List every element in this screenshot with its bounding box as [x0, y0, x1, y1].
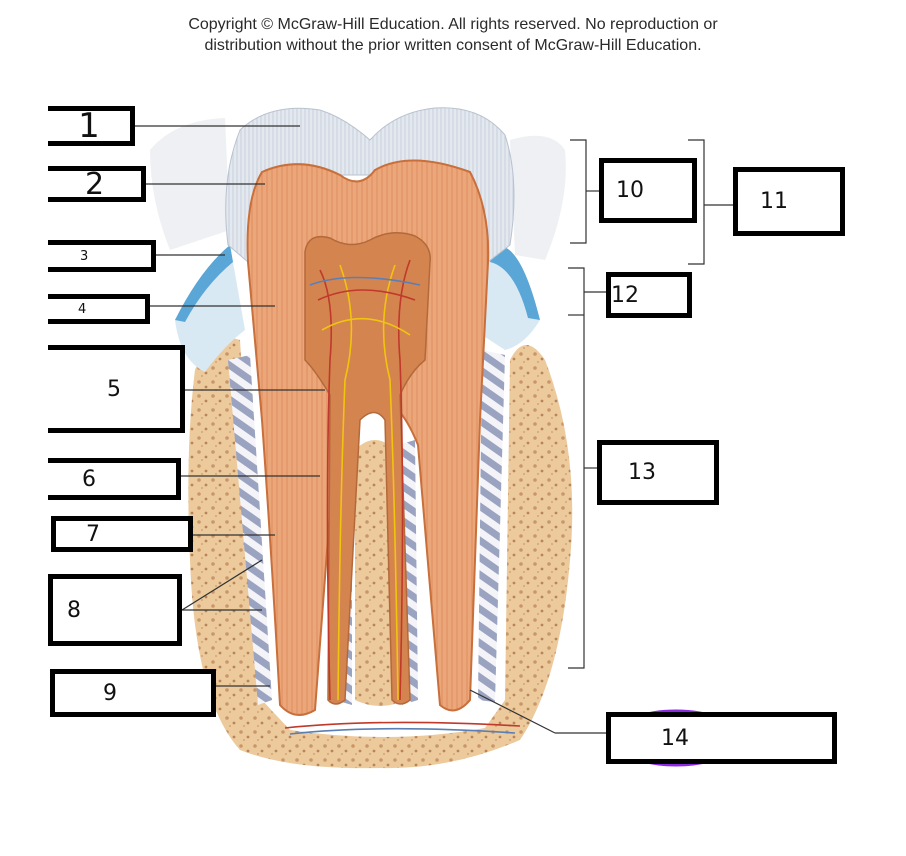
- label-12: 12: [611, 282, 639, 308]
- gingiva-right: [482, 248, 540, 350]
- periodontal-ligament-left: [228, 355, 272, 705]
- copyright-notice: Copyright © McGraw-Hill Education. All r…: [0, 14, 906, 56]
- label-box-2[interactable]: 2: [48, 166, 146, 202]
- blood-vessels-and-nerves: [284, 259, 521, 735]
- label-2: 2: [84, 166, 105, 202]
- neighbor-tooth-right: [510, 135, 566, 260]
- label-6: 6: [82, 466, 96, 492]
- periodontal-ligament-right: [478, 350, 505, 702]
- alveolar-bone: [188, 338, 573, 769]
- label-box-12[interactable]: 12: [606, 272, 692, 318]
- copyright-line-1: Copyright © McGraw-Hill Education. All r…: [188, 16, 718, 33]
- label-13: 13: [628, 460, 656, 485]
- gingiva-left-edge: [175, 245, 233, 322]
- label-8: 8: [67, 597, 81, 623]
- label-14: 14: [661, 725, 689, 751]
- label-box-4[interactable]: 4: [48, 294, 150, 324]
- label-box-9[interactable]: 9: [50, 669, 216, 717]
- copyright-line-2: distribution without the prior written c…: [204, 37, 702, 54]
- label-box-10[interactable]: 10: [599, 158, 697, 223]
- leader-lines: [134, 125, 733, 734]
- label-box-11[interactable]: 11: [733, 167, 845, 236]
- label-box-14[interactable]: 14: [606, 712, 837, 764]
- label-9: 9: [103, 680, 117, 706]
- label-box-8[interactable]: 8: [48, 574, 182, 646]
- label-3: 3: [80, 248, 89, 264]
- label-4: 4: [78, 301, 87, 317]
- label-box-13[interactable]: 13: [597, 440, 719, 505]
- label-7: 7: [86, 521, 100, 547]
- label-11: 11: [760, 189, 788, 214]
- label-box-3[interactable]: 3: [48, 240, 156, 272]
- label-box-7[interactable]: 7: [51, 516, 193, 552]
- label-10: 10: [616, 178, 644, 203]
- label-box-6[interactable]: 6: [48, 458, 181, 500]
- label-1: 1: [78, 106, 100, 146]
- label-box-1[interactable]: 1: [48, 106, 135, 146]
- gingiva-right-edge: [490, 245, 540, 320]
- label-5: 5: [107, 376, 121, 402]
- label-box-5[interactable]: 5: [48, 345, 185, 433]
- gingiva-left: [175, 245, 245, 372]
